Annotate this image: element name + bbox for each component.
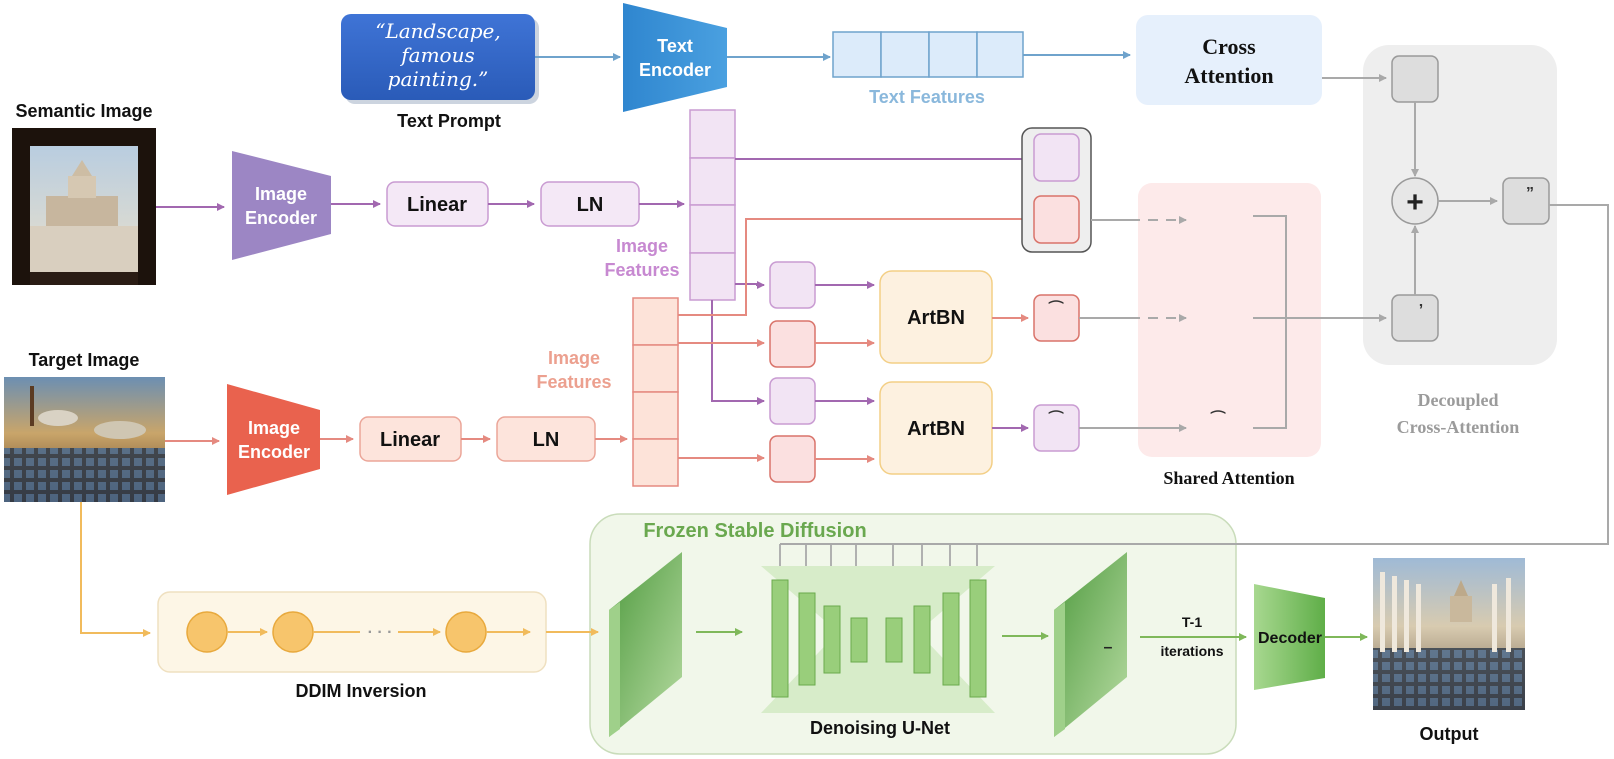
ddim-ellipsis: · · ·	[368, 624, 393, 641]
key-purple-box	[1033, 133, 1080, 182]
semantic-image-label: Semantic Image	[15, 101, 152, 121]
semantic-image-thumbnail	[12, 128, 156, 285]
target-image-features-label-line-2: Features	[536, 372, 611, 392]
target-linear-label: Linear	[380, 429, 440, 451]
target-image-encoder	[227, 384, 320, 495]
frozen-stable-diffusion-label: Frozen Stable Diffusion	[643, 520, 866, 542]
shared-attention-inner-mark: ⁀	[1210, 409, 1226, 429]
decoder-label: Decoder	[1258, 630, 1322, 647]
text-encoder	[623, 3, 727, 112]
cross-attention-label-line-1: Cross	[1202, 34, 1256, 59]
wire-semantic-to-lower-purple-box	[711, 300, 765, 405]
semantic-linear-label: Linear	[407, 194, 467, 216]
semantic-image-encoder	[232, 151, 331, 260]
target-image-features-label-line-1: Image	[548, 348, 600, 368]
unet-layer-bars	[771, 579, 987, 698]
ddim-inversion-label: DDIM Inversion	[295, 681, 426, 701]
wire-target-to-ddim	[80, 502, 151, 637]
decoupled-top-box	[1391, 55, 1439, 103]
plus-symbol: +	[1406, 186, 1424, 219]
t-minus-1-label: T-1	[1182, 614, 1202, 630]
cross-attention-label-line-2: Attention	[1184, 63, 1273, 88]
cross-attention-box	[1136, 15, 1322, 105]
output-label: Output	[1420, 724, 1479, 744]
text-encoder-label-line-2: Encoder	[639, 60, 711, 80]
text-prompt-card	[341, 14, 535, 100]
decoupled-cross-attention-panel	[1363, 45, 1557, 365]
target-image-encoder-label-line-2: Encoder	[238, 442, 310, 462]
denoised-latent-slab	[1054, 552, 1127, 737]
decoder	[1254, 584, 1325, 690]
decoupled-output-mark: ”	[1526, 185, 1534, 202]
artbn-label-2: ArtBN	[907, 418, 965, 440]
decoupled-cross-attention-label-line-2: Cross-Attention	[1397, 417, 1520, 437]
ddim-step-n	[445, 611, 487, 653]
target-image-label: Target Image	[29, 350, 140, 370]
semantic-image-features-label-line-2: Features	[604, 260, 679, 280]
semantic-image-features-label-line-1: Image	[616, 236, 668, 256]
artbn1-purple-input	[769, 261, 816, 309]
denoised-latent-mark: –	[1104, 639, 1113, 656]
semantic-image-features-block	[689, 109, 736, 301]
semantic-ln-label: LN	[577, 194, 604, 216]
ddim-step-2	[272, 611, 314, 653]
noisy-latent-slab-edge	[609, 602, 620, 737]
text-features-block	[832, 31, 1024, 78]
shared-attention-label: Shared Attention	[1163, 468, 1294, 488]
wire-semantic-to-upper-purple-box	[735, 281, 765, 289]
text-prompt-label: Text Prompt	[397, 111, 501, 131]
artbn2-purple-input	[769, 377, 816, 425]
key-salmon-box	[1033, 195, 1080, 244]
decoupled-cross-attention-label-line-1: Decoupled	[1418, 390, 1499, 410]
decoupled-prime-box	[1391, 294, 1439, 342]
artbn1-output-mark: ⁀	[1048, 299, 1064, 319]
target-image-features-block	[632, 297, 679, 487]
wire-target-to-key-salmon-box	[678, 215, 1031, 316]
artbn2-salmon-input	[769, 435, 816, 483]
text-prompt-quote-line-3: painting.”	[388, 67, 489, 91]
semantic-image-encoder-label-line-2: Encoder	[245, 208, 317, 228]
text-prompt-quote-line-2: famous	[399, 43, 474, 67]
denoised-latent-slab-edge	[1054, 602, 1065, 737]
shared-attention-bracket	[1253, 215, 1287, 429]
text-encoder-label-line-1: Text	[657, 36, 693, 56]
noisy-latent-slab	[609, 552, 682, 737]
artbn2-output-mark: ⁀	[1048, 409, 1064, 429]
target-image-thumbnail	[4, 377, 165, 502]
denoising-unet-label: Denoising U-Net	[810, 718, 950, 738]
artbn1-salmon-input	[769, 320, 816, 368]
iterations-label: iterations	[1160, 643, 1223, 659]
decoupled-output-box	[1502, 177, 1550, 225]
semantic-image-encoder-label-line-1: Image	[255, 184, 307, 204]
wire-attention-to-unet	[780, 204, 1609, 545]
unet-hourglass-background	[761, 566, 995, 713]
artbn-label-1: ArtBN	[907, 307, 965, 329]
target-ln-label: LN	[533, 429, 560, 451]
decoupled-prime-mark: ’	[1419, 302, 1423, 319]
output-image-thumbnail	[1373, 558, 1525, 710]
target-image-encoder-label-line-1: Image	[248, 418, 300, 438]
text-prompt-quote-line-1: “Landscape,	[375, 19, 501, 43]
ddim-step-1	[186, 611, 228, 653]
text-features-label: Text Features	[869, 87, 985, 107]
shared-attention-panel	[1138, 183, 1321, 457]
